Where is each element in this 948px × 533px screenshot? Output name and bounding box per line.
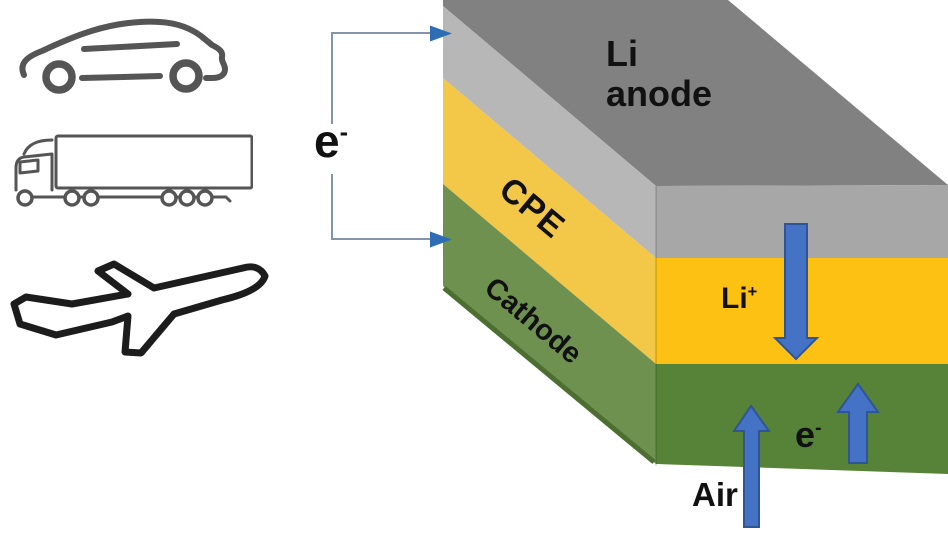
truck-wheel-2 [63, 189, 81, 207]
air-label: Air [692, 476, 738, 513]
truck-outline-group [14, 134, 253, 207]
electron-circuit-label: e- [314, 114, 348, 168]
car-outline-group [19, 18, 228, 94]
cathode-side-face [443, 184, 656, 464]
car-rocker-line [79, 73, 163, 81]
electron-circuit-superscript: - [339, 118, 349, 147]
truck-icon [14, 134, 253, 207]
li-anode-label-line2: anode [606, 73, 713, 114]
truck-cab-roof [22, 138, 54, 156]
electron-arrow [836, 382, 880, 464]
car-icon [19, 18, 228, 94]
anode-side-face [443, 6, 656, 258]
truck-wheel-5 [178, 189, 196, 207]
truck-wheel-1 [16, 189, 34, 207]
truck-wheel-6 [196, 189, 214, 207]
anode-front-face [656, 185, 948, 258]
li-ion-label: Li+ [721, 282, 757, 316]
truck-wheel-3 [82, 189, 100, 207]
car-body-outline [19, 18, 228, 81]
air-arrow [732, 404, 771, 528]
truck-cab-body [14, 152, 54, 192]
li-anode-label: Li anode [606, 34, 712, 114]
truck-wheel-4 [160, 189, 178, 207]
cpe-side-face [443, 78, 656, 364]
electron-cathode-label: e- [795, 414, 822, 456]
anode-top-face [443, 0, 948, 186]
li-anode-label-line1: Li [606, 33, 638, 74]
truck-cab-window [18, 158, 40, 175]
circuit-wire [331, 32, 430, 240]
cathode-bottom-edge [442, 286, 656, 464]
car-belt-line [81, 41, 180, 52]
cathode-front-face [656, 364, 948, 474]
car-rear-wheel [42, 60, 76, 94]
electron-circuit-base: e [314, 115, 340, 167]
truck-trailer [54, 134, 253, 190]
circuit-arrowhead-bottom [430, 231, 452, 248]
li-ion-base: Li [721, 282, 748, 315]
car-front-wheel [169, 59, 203, 93]
electron-cathode-base: e [795, 414, 816, 455]
li-ion-arrow [772, 223, 820, 361]
circuit-arrowhead-top [430, 25, 452, 42]
electron-cathode-superscript: - [815, 417, 822, 439]
li-ion-superscript: + [747, 283, 758, 301]
airplane-silhouette [10, 260, 269, 357]
airplane-icon [10, 260, 269, 357]
